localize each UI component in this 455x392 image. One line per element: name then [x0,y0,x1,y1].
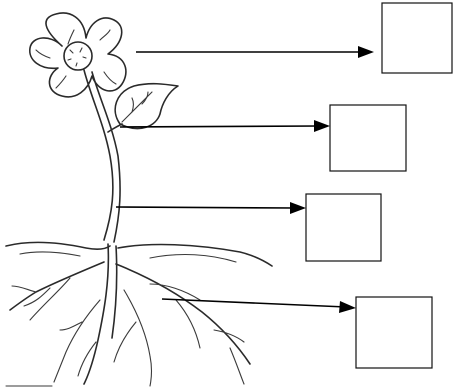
roots-illustration [9,243,251,387]
flower-label-box[interactable] [381,2,453,74]
arrow-to-stem-box [115,202,306,214]
flower-illustration [29,12,127,98]
roots-label-box[interactable] [355,296,433,369]
arrow-to-flower-box [136,46,374,58]
ground-line [5,241,273,267]
leaf-label-box[interactable] [329,104,407,172]
leaf-illustration [107,82,179,133]
plant-drawing [5,12,273,387]
stem-illustration [83,69,121,243]
arrow-to-leaf-box [119,120,330,132]
pointer-arrows [115,46,374,313]
label-boxes [305,2,453,369]
arrow-to-roots-box [161,298,356,313]
stem-label-box[interactable] [305,193,382,262]
